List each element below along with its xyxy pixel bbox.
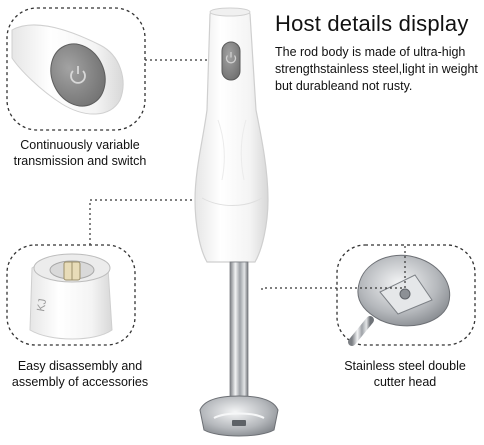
switch-callout-frame: [6, 7, 146, 131]
cutter-callout: [336, 244, 476, 346]
cutter-leader-line: [261, 245, 406, 290]
assembly-callout: KJ: [6, 244, 136, 346]
assembly-leader-line: [89, 199, 218, 245]
cutter-caption: Stainless steel double cutter head: [325, 358, 484, 390]
cutter-closeup-shaft: [348, 316, 374, 346]
blender-blade-vent: [232, 420, 246, 426]
assembly-callout-frame: [6, 244, 136, 346]
switch-callout: [6, 7, 146, 131]
assembly-caption-line1: Easy disassembly and: [17, 359, 143, 373]
power-icon: [225, 52, 237, 64]
assembly-caption-line2: assembly of accessories: [11, 375, 149, 389]
hand-blender: [194, 7, 279, 437]
assembly-caption: Easy disassembly and assembly of accesso…: [0, 358, 160, 390]
assembly-closeup-marking: KJ: [35, 298, 49, 313]
cutter-caption-line2: cutter head: [373, 375, 437, 389]
blender-shaft: [229, 261, 249, 403]
blender-power-button: [221, 41, 241, 81]
cutter-callout-frame: [336, 244, 476, 346]
switch-caption: Continuously variable transmission and s…: [0, 137, 160, 169]
leader-lines: [89, 59, 406, 290]
blender-blade-guard: [199, 395, 279, 437]
switch-caption-line2: transmission and switch: [13, 154, 147, 168]
blender-handle: [194, 8, 269, 263]
switch-caption-line1: Continuously variable: [20, 138, 140, 152]
power-icon: [70, 66, 86, 84]
blender-top-cap: [209, 7, 251, 17]
blender-seam: [201, 197, 263, 206]
product-description: The rod body is made of ultra-high stren…: [275, 45, 478, 93]
switch-closeup-button: [50, 43, 106, 107]
cutter-caption-line1: Stainless steel double: [344, 359, 466, 373]
page-title: Host details display: [275, 11, 469, 36]
